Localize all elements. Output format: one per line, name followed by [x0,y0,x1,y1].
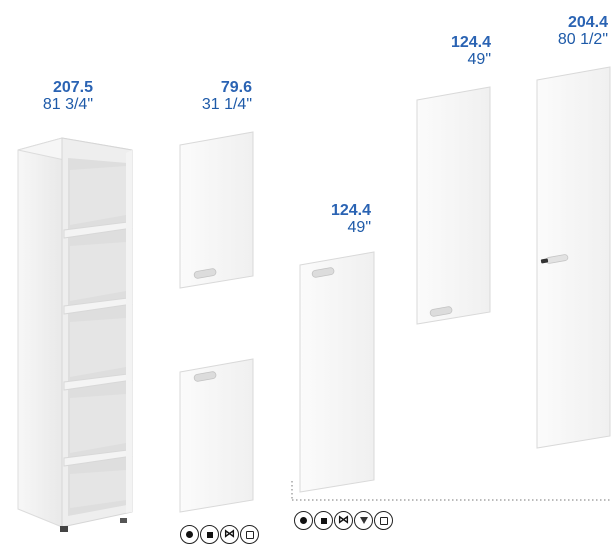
dimension-label-short-door: 79.6 31 1/4" [170,79,252,113]
height-cm: 207.5 [52,79,93,96]
height-in: 31 1/4" [201,96,252,113]
circle-filled-icon[interactable] [294,511,313,530]
dimension-label-shelf: 207.5 81 3/4" [14,79,93,113]
height-cm: 204.4 [567,14,608,31]
height-in: 81 3/4" [42,96,93,113]
door-124-lower [299,251,375,493]
open-shelf-unit [17,137,133,532]
square-outline-icon[interactable] [240,525,259,544]
door-204-tall [536,66,611,449]
dotted-guide-line [291,481,612,501]
height-in: 49" [467,51,491,68]
square-filled-icon[interactable] [200,525,219,544]
square-outline-icon[interactable] [374,511,393,530]
triangle-down-icon[interactable] [354,511,373,530]
height-cm: 124.4 [450,34,491,51]
circle-filled-icon[interactable] [180,525,199,544]
short-door-upper [179,131,254,289]
height-cm: 79.6 [220,79,252,96]
dimension-label-door-2044: 204.4 80 1/2" [528,14,608,48]
square-filled-icon[interactable] [314,511,333,530]
height-in: 49" [347,219,371,236]
finish-options-short-door: ⋈ [180,525,259,544]
bowtie-icon[interactable]: ⋈ [220,525,239,544]
height-in: 80 1/2" [557,31,608,48]
door-124-upper [416,86,491,325]
dimension-label-door-1244-b: 124.4 49" [420,34,491,68]
short-door-lower [179,358,254,513]
finish-options-tall-doors: ⋈ [294,511,393,530]
bowtie-icon[interactable]: ⋈ [334,511,353,530]
height-cm: 124.4 [330,202,371,219]
dimension-label-door-1244-a: 124.4 49" [300,202,371,236]
